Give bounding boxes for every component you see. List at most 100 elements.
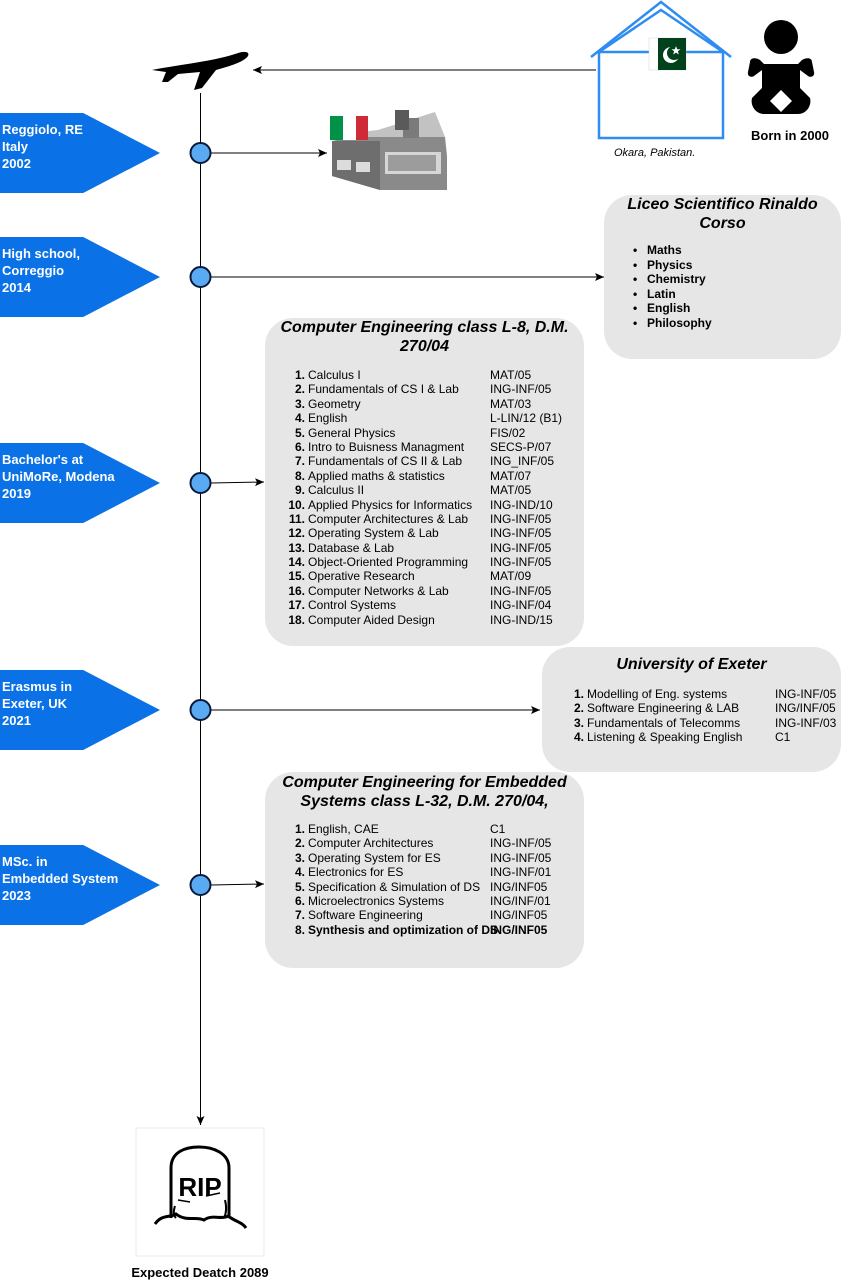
- course-code: C1: [775, 730, 791, 745]
- course-number: 17.: [288, 598, 305, 613]
- course-code: ING_INF/05: [490, 454, 555, 469]
- course-number: 1.: [573, 687, 584, 701]
- course-number: 6.: [294, 893, 305, 908]
- bachelor-title: Computer Engineering class L-8, D.M. 270…: [280, 319, 569, 355]
- timeline-tag-msc: MSc. in Embedded System 2023: [0, 845, 160, 925]
- course-number: 3.: [294, 850, 305, 865]
- course-number: 8.: [294, 922, 305, 937]
- course-name: Database & Lab: [308, 540, 395, 555]
- liceo-title: Liceo Scientifico Rinaldo Corso: [627, 196, 818, 232]
- course-name: Modelling of Eng. systems: [587, 687, 728, 701]
- msc-title: Computer Engineering for Embedded System…: [282, 774, 567, 810]
- course-name: Applied Physics for Informatics: [308, 497, 473, 512]
- course-number: 3.: [573, 715, 584, 730]
- course-code: ING-INF/05: [490, 555, 552, 570]
- course-code: ING-INF/03: [775, 715, 837, 730]
- tag-text: High school, Correggio 2014: [2, 246, 80, 295]
- exeter-title: University of Exeter: [616, 656, 767, 673]
- course-code: ING-INF/05: [490, 382, 552, 397]
- death-label: Expected Deatch 2089: [131, 1265, 269, 1280]
- course-name: English: [308, 411, 348, 426]
- course-name: Electronics for ES: [308, 865, 404, 880]
- course-number: 4.: [573, 730, 584, 745]
- course-code: ING-IND/10: [490, 497, 553, 512]
- course-name: Operating System & Lab: [308, 526, 439, 541]
- course-code: ING/INF/01: [490, 893, 551, 908]
- course-name: Applied maths & statistics: [308, 468, 445, 483]
- course-name: Computer Networks & Lab: [308, 583, 449, 598]
- course-name: Software Engineering: [308, 908, 423, 923]
- subject-item: Maths: [633, 243, 712, 258]
- timeline-tag-bachelor: Bachelor's at UniMoRe, Modena 2019: [0, 443, 160, 523]
- course-name: Operating System for ES: [308, 850, 441, 865]
- subject-item: Physics: [633, 258, 712, 273]
- course-code: ING-INF/05: [490, 836, 552, 851]
- timeline-tag-highschool: High school, Correggio 2014: [0, 237, 160, 317]
- course-number: 4.: [294, 411, 305, 426]
- course-code: ING-INF/05: [775, 687, 837, 701]
- node-highschool: [189, 266, 212, 288]
- course-number: 10.: [288, 497, 305, 512]
- liceo-box: Liceo Scientifico Rinaldo Corso: [604, 195, 841, 359]
- baby-icon: [747, 20, 815, 114]
- course-code: ING-INF/05: [490, 583, 552, 598]
- course-code: ING-INF/05: [490, 526, 552, 541]
- course-row: 4.Listening & Speaking English C1: [562, 730, 841, 744]
- course-row: 6.Microelectronics Systems ING/INF/01: [283, 894, 583, 908]
- course-row: 16.Computer Networks & Lab ING-INF/05: [283, 584, 583, 598]
- course-code: ING/INF05: [490, 879, 548, 894]
- tag-text: Erasmus in Exeter, UK 2021: [2, 679, 73, 728]
- course-name: Microelectronics Systems: [308, 893, 445, 908]
- course-name: General Physics: [308, 425, 396, 440]
- course-name: Control Systems: [308, 598, 397, 613]
- course-name: Listening & Speaking English: [587, 730, 743, 745]
- course-number: 12.: [288, 526, 305, 541]
- course-code: MAT/07: [490, 468, 532, 483]
- course-code: MAT/03: [490, 396, 532, 411]
- pakistan-flag-icon: [648, 37, 687, 71]
- birth-label: Born in 2000: [750, 128, 830, 143]
- course-number: 11.: [288, 511, 305, 526]
- course-row: 8.Applied maths & statistics MAT/07: [283, 469, 583, 483]
- course-name: Object-Oriented Programming: [308, 555, 469, 570]
- connector-msc: [210, 880, 265, 889]
- liceo-subject-list: Maths Physics Chemistry Latin English Ph…: [633, 243, 712, 330]
- connector-bachelor: [210, 478, 265, 487]
- node-erasmus: [189, 699, 212, 721]
- course-number: 8.: [294, 468, 305, 483]
- course-code: ING-INF/04: [490, 598, 552, 613]
- course-number: 4.: [294, 865, 305, 880]
- course-number: 16.: [288, 583, 305, 598]
- msc-box: Computer Engineering for Embedded System…: [265, 772, 584, 968]
- course-name: Intro to Buisness Managment: [308, 439, 465, 454]
- course-row: 1.Modelling of Eng. systems ING-INF/05: [562, 687, 841, 701]
- course-code: ING-IND/15: [490, 612, 553, 627]
- gravestone-icon: RIP: [135, 1127, 265, 1257]
- exeter-box: University of Exeter: [542, 647, 841, 772]
- course-name: Synthesis and optimization of DS: [308, 922, 499, 937]
- course-row: 12.Operating System & Lab ING-INF/05: [283, 526, 583, 540]
- tag-text: Bachelor's at UniMoRe, Modena 2019: [2, 452, 115, 501]
- course-code: C1: [490, 822, 506, 836]
- course-number: 1.: [294, 368, 305, 382]
- course-number: 7.: [294, 454, 305, 469]
- course-name: Calculus II: [308, 483, 365, 498]
- course-number: 6.: [294, 439, 305, 454]
- course-row: 7.Fundamentals of CS II & Lab ING_INF/05: [283, 454, 583, 468]
- course-name: Fundamentals of CS II & Lab: [308, 454, 463, 469]
